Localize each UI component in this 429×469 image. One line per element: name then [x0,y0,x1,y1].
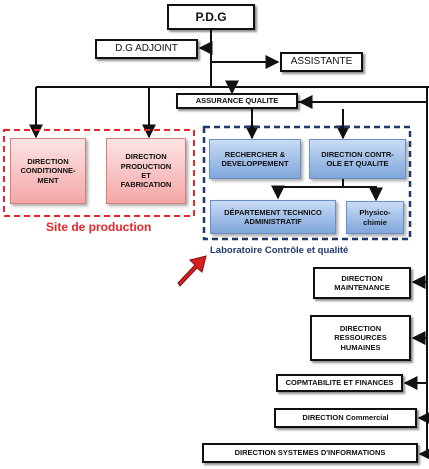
comptabilite-finances-box: COPMTABILITE ET FINANCES [276,374,403,392]
production-zone-frame [3,129,195,217]
direction-production-label: DIRECTION PRODUCTION ET FABRICATION [120,152,172,190]
dg-adjoint-label: D.G ADJOINT [115,42,178,54]
direction-si-label: DIRECTION SYSTEMES D'INFORMATIONS [234,448,386,458]
lab-zone-label: Laboratoire Contrôle et qualité [210,245,349,256]
assistante-label: ASSISTANTE [290,55,353,67]
assistante-box: ASSISTANTE [280,52,363,72]
direction-commercial-label: DIRECTION Commercial [302,413,389,423]
production-zone-label: Site de production [46,220,152,234]
direction-commercial-box: DIRECTION Commercial [274,408,417,428]
direction-controle-box: DIRECTION CONTR- OLE ET QUALITE [309,139,406,179]
physico-chimie-box: Physico- chimie [346,201,404,234]
direction-conditionnement-label: DIRECTION CONDITIONNE- MENT [20,156,76,185]
red-arrow-icon [177,255,207,287]
dg-adjoint-box: D.G ADJOINT [95,39,198,59]
direction-rh-box: DIRECTION RESSOURCES HUMAINES [310,315,411,361]
direction-controle-label: DIRECTION CONTR- OLE ET QUALITE [321,149,394,168]
assurance-qualite-label: ASSURANCE QUALITE [195,96,279,106]
pdg-box: P.D.G [167,4,255,30]
recherche-developpement-label: RECHERCHER & DEVELOPPEMENT [221,149,289,168]
direction-maintenance-label: DIRECTION MAINTENANCE [334,273,390,292]
assurance-qualite-box: ASSURANCE QUALITE [176,93,298,109]
departement-technico-box: DÉPARTEMENT TECHNICO ADMINISTRATIF [210,200,336,234]
direction-si-box: DIRECTION SYSTEMES D'INFORMATIONS [202,443,418,463]
physico-chimie-label: Physico- chimie [359,208,391,227]
connector-physico [343,186,383,202]
comptabilite-finances-label: COPMTABILITE ET FINANCES [285,378,394,388]
lab-zone-frame [202,125,412,241]
recherche-developpement-box: RECHERCHER & DEVELOPPEMENT [209,139,301,179]
connector-technico [271,178,344,200]
direction-conditionnement-box: DIRECTION CONDITIONNE- MENT [10,138,86,204]
direction-production-box: DIRECTION PRODUCTION ET FABRICATION [106,138,186,204]
direction-maintenance-box: DIRECTION MAINTENANCE [313,267,411,299]
assurance-side-link [298,87,428,103]
pdg-label: P.D.G [195,9,227,24]
departement-technico-label: DÉPARTEMENT TECHNICO ADMINISTRATIF [224,207,322,226]
direction-rh-label: DIRECTION RESSOURCES HUMAINES [334,323,387,352]
